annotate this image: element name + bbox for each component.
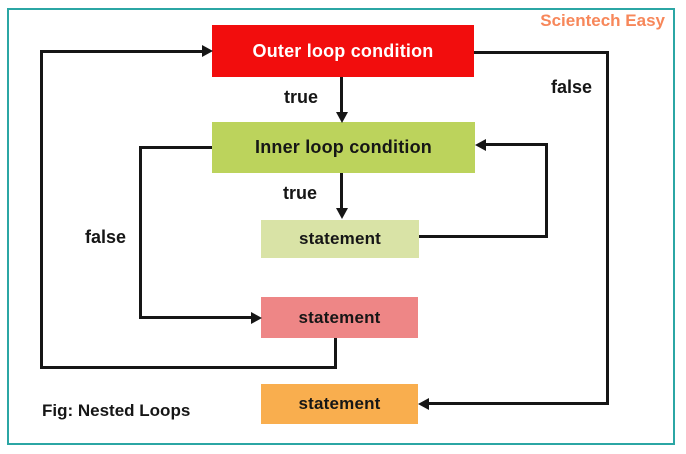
node-exit-statement: statement xyxy=(261,384,418,424)
edge-outer-loopback-vertical xyxy=(40,50,43,369)
edge-outer-loopback-top xyxy=(40,50,203,53)
figure-caption: Fig: Nested Loops xyxy=(42,401,191,420)
label-outer-false: false xyxy=(551,77,593,97)
edge-inner-loopback-vertical xyxy=(545,143,548,238)
arrowhead-inner-false-icon xyxy=(251,312,262,324)
label-inner-true: true xyxy=(283,183,318,203)
edge-outer-true-line xyxy=(340,77,343,114)
node-inner-loop-condition: Inner loop condition xyxy=(212,122,475,173)
arrowhead-inner-loopback-icon xyxy=(475,139,486,151)
edge-inner-false-top xyxy=(139,146,212,149)
arrowhead-inner-true-icon xyxy=(336,208,348,219)
label-inner-false: false xyxy=(85,227,127,247)
node-inner-statement: statement xyxy=(261,220,419,258)
label-outer-true: true xyxy=(284,87,319,107)
arrowhead-outer-loopback-icon xyxy=(202,45,213,57)
edge-inner-loopback-top xyxy=(484,143,548,146)
edge-inner-loopback-bottom xyxy=(419,235,548,238)
edge-outer-false-top xyxy=(474,51,609,54)
arrowhead-outer-true-icon xyxy=(336,112,348,123)
arrowhead-outer-false-icon xyxy=(418,398,429,410)
edge-inner-false-bottom xyxy=(139,316,252,319)
node-outer-loop-condition: Outer loop condition xyxy=(212,25,474,77)
brand-text: Scientech Easy xyxy=(540,11,665,30)
edge-inner-false-vertical xyxy=(139,146,142,319)
edge-outer-loopback-bottom xyxy=(40,366,337,369)
diagram-border-frame xyxy=(7,8,675,445)
edge-outer-loopback-drop xyxy=(334,338,337,369)
edge-inner-true-line xyxy=(340,173,343,210)
edge-outer-false-bottom xyxy=(427,402,609,405)
node-outer-statement: statement xyxy=(261,297,418,338)
edge-outer-false-vertical xyxy=(606,51,609,405)
